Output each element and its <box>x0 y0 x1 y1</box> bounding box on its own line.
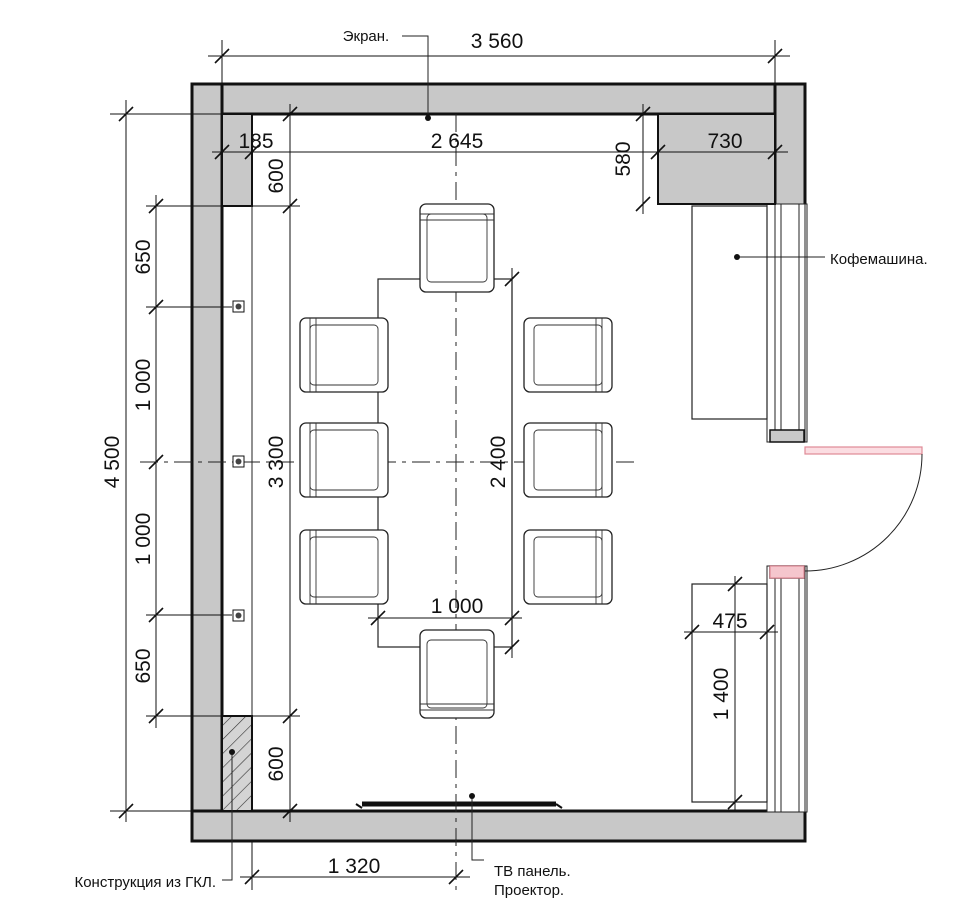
door <box>769 446 923 579</box>
chair-right-3 <box>523 529 613 605</box>
dim-segment-bottom: 650 <box>132 648 155 683</box>
chair-left-1 <box>299 317 389 393</box>
dim-table-length: 2 400 <box>487 436 510 489</box>
dim-inner-length: 3 300 <box>265 436 288 489</box>
dim-table-width: 1 000 <box>431 595 484 618</box>
chair-right-2 <box>523 422 613 498</box>
label-tv-panel: ТВ панель. <box>494 863 571 880</box>
spotlights <box>232 300 245 622</box>
spotlight-icon <box>232 300 245 313</box>
dim-total-length: 4 500 <box>101 436 124 489</box>
label-screen: Экран. <box>343 28 389 45</box>
coffee-cabinet <box>691 205 768 420</box>
chair-top <box>419 203 495 293</box>
chairs <box>299 203 613 719</box>
callout-labels: Экран. Кофемашина. Конструкция из ГКЛ. Т… <box>74 28 927 899</box>
corner-cabinet <box>657 113 776 205</box>
dim-left-niche: 185 <box>238 130 273 153</box>
dim-top-gap: 600 <box>265 158 288 193</box>
leader-lines <box>222 35 825 881</box>
dim-bottom-offset: 1 320 <box>328 855 381 878</box>
spotlight-icon <box>232 609 245 622</box>
dim-segment-top: 650 <box>132 239 155 274</box>
tv-panel <box>355 801 563 809</box>
chair-left-2 <box>299 422 389 498</box>
label-projector: Проектор. <box>494 882 564 899</box>
dim-corner-cabinet-depth: 580 <box>612 141 635 176</box>
dim-bottom-gap: 600 <box>265 746 288 781</box>
label-coffee-machine: Кофемашина. <box>830 251 928 268</box>
chair-left-3 <box>299 529 389 605</box>
dimension-labels: 3 560 2 645 185 730 580 600 4 500 650 1 … <box>101 30 748 878</box>
dim-total-width: 3 560 <box>471 30 524 53</box>
dim-cabinet-depth: 475 <box>712 610 747 633</box>
chair-bottom <box>419 629 495 719</box>
lower-cabinet <box>691 583 768 803</box>
spotlight-icon <box>232 455 245 468</box>
label-gkl-construction: Конструкция из ГКЛ. <box>74 874 216 891</box>
gkl-construction <box>221 715 253 812</box>
dim-screen-inner-width: 2 645 <box>431 130 484 153</box>
walls <box>190 82 807 843</box>
dim-spacing-lower: 1 000 <box>132 513 155 566</box>
chair-right-1 <box>523 317 613 393</box>
dim-spacing-upper: 1 000 <box>132 359 155 412</box>
dim-cabinet-length: 1 400 <box>710 668 733 721</box>
dimension-lines <box>110 40 790 890</box>
dim-corner-cabinet-width: 730 <box>707 130 742 153</box>
gkl-niche-top <box>221 113 253 207</box>
